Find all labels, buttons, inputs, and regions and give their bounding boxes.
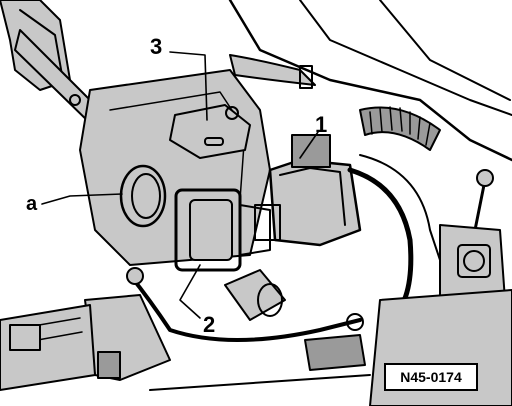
upper-right-body — [228, 0, 512, 162]
component-1-lock-tab — [254, 204, 281, 241]
hose-clamp — [299, 65, 313, 89]
component-2-window — [189, 199, 233, 261]
callout-a: a — [26, 193, 38, 215]
callout-1: 1 — [315, 112, 327, 137]
right-mount-bolt — [463, 250, 485, 272]
strap-eyelet — [126, 267, 144, 285]
upper-right-contour — [299, 0, 512, 116]
lower-stub — [224, 269, 286, 321]
leader-line-a — [41, 193, 123, 205]
component-2-mount — [239, 204, 271, 256]
port-a-outer — [119, 164, 167, 228]
right-mount-block — [457, 244, 491, 278]
leader-line-1 — [299, 131, 319, 159]
bottom-floor-line — [149, 374, 371, 391]
upper-crossbar — [379, 0, 511, 101]
reference-code: N45-0174 — [400, 369, 462, 385]
stub-end — [257, 283, 283, 317]
left-floor-clip — [9, 324, 41, 351]
frame-inner-edge — [19, 9, 63, 76]
component-1-top-cap — [291, 134, 331, 168]
leader-line-2 — [179, 264, 201, 319]
lead-terminal — [476, 169, 494, 187]
callout-2: 2 — [203, 312, 215, 337]
component-1-face — [279, 167, 346, 226]
callout-3: 3 — [150, 34, 162, 59]
wiring-harness-branch — [359, 154, 446, 276]
leader-line-3 — [169, 51, 208, 121]
hose-ribs — [369, 106, 431, 146]
lower-left-bolt — [97, 351, 121, 379]
component-3-bolt — [225, 106, 239, 120]
bracket-bolt-hole — [69, 94, 81, 106]
cluster-ring — [346, 313, 364, 331]
component-2-frame — [174, 188, 242, 272]
lower-ground-strap — [128, 273, 362, 342]
reference-code-box — [384, 363, 478, 391]
lower-connector-cluster — [304, 334, 366, 371]
port-a-inner — [131, 173, 161, 219]
upper-hose — [229, 54, 316, 86]
component-1-housing — [268, 158, 362, 247]
component-3-slot — [204, 137, 224, 146]
